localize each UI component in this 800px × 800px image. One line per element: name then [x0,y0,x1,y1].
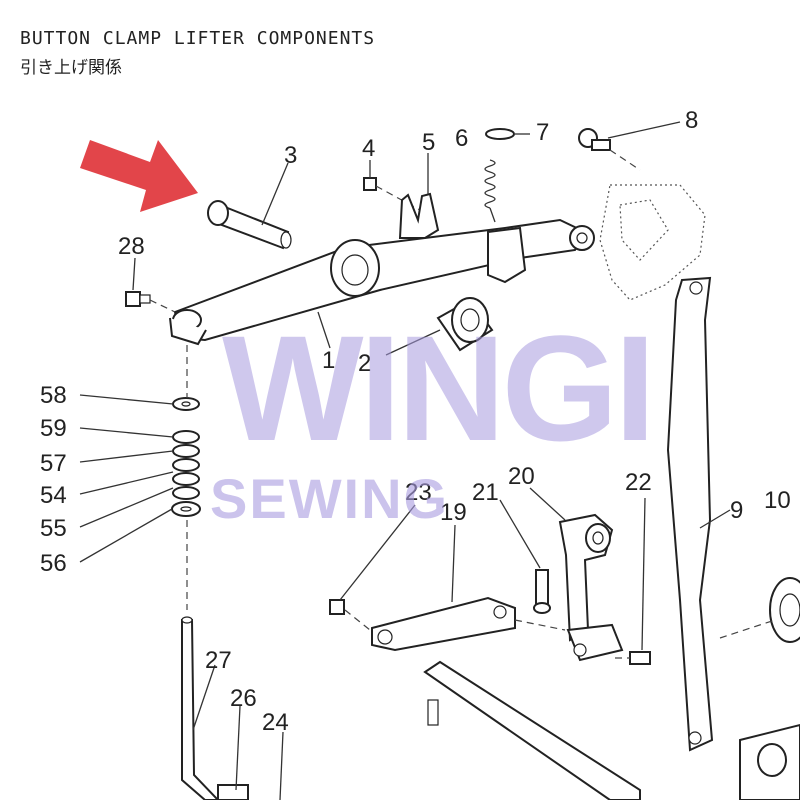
callout-27: 27 [205,647,232,674]
part-7-washer [485,128,515,140]
part-9-link [666,276,731,752]
callout-5: 5 [422,129,435,156]
callout-20: 20 [508,463,535,490]
part-28-screw [125,257,176,313]
callout-54: 54 [40,482,67,509]
page-title: BUTTON CLAMP LIFTER COMPONENTS [20,28,376,49]
callout-8: 8 [685,107,698,134]
page-subtitle: 引き上げ関係 [20,58,122,78]
callout-4: 4 [362,135,375,162]
part-1-lever [169,218,595,349]
washer-leaders [79,394,174,563]
washer-stack [171,345,201,610]
callout-1: 1 [322,347,335,374]
diagram-header: BUTTON CLAMP LIFTER COMPONENTS 引き上げ関係 [20,28,375,78]
part-6-spring [484,159,496,223]
callout-9: 9 [730,497,743,524]
part-4-screw [363,160,421,211]
part-5-fork [398,153,440,239]
callout-28: 28 [118,233,145,260]
part-23-screw [329,504,416,631]
part-10-pulley [719,577,800,643]
callout-59: 59 [40,415,67,442]
part-2-bushing [385,297,494,356]
callout-7: 7 [536,119,549,146]
bottom-shaft [423,660,800,800]
part-21-bolt [499,499,551,614]
part-3-pin [207,162,292,250]
callout-24: 24 [262,709,289,736]
callout-57: 57 [40,450,67,477]
callout-22: 22 [625,469,652,496]
watermark-subtitle: SEWING [210,467,449,530]
part-26-fitting [217,705,249,800]
red-arrow-icon [80,140,198,212]
callout-2: 2 [358,350,371,377]
callout-26: 26 [230,685,257,712]
callout-58: 58 [40,382,67,409]
callout-3: 3 [284,142,297,169]
part-19-arm [371,524,566,652]
callout-56: 56 [40,550,67,577]
callout-10: 10 [764,487,791,514]
part-20-bracket [529,487,624,662]
callout-19: 19 [440,499,467,526]
callout-23: 23 [405,479,432,506]
part-24-leader [279,731,284,800]
watermark-logo-text: WINGI [222,304,652,472]
part-22-screw [615,497,651,665]
callout-6: 6 [455,125,468,152]
part-27-rod [181,616,220,800]
part-8-screw [578,121,681,171]
callout-55: 55 [40,515,67,542]
machine-body-outline [599,184,706,301]
callout-21: 21 [472,479,499,506]
